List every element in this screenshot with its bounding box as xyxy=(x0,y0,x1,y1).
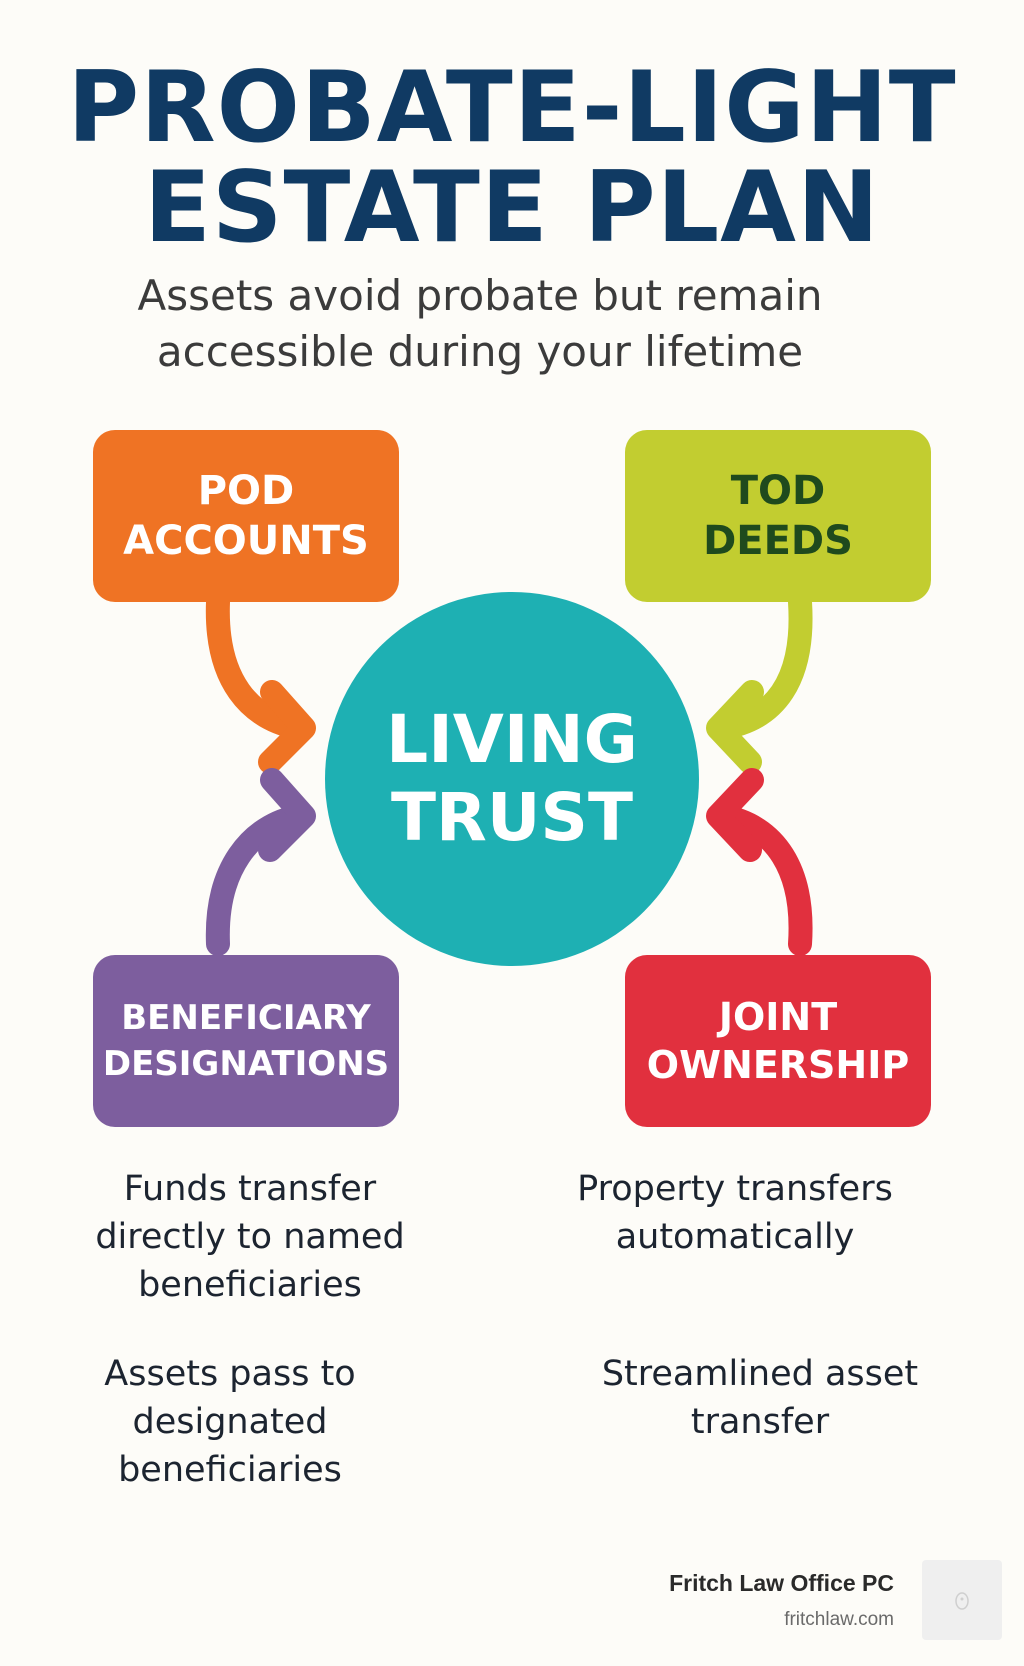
tod-line-2: DEEDS xyxy=(703,518,853,564)
tod-deeds-box: TOD DEEDS xyxy=(625,430,931,602)
tod-connector-arrow xyxy=(710,590,813,740)
pod-line-2: ACCOUNTS xyxy=(123,518,369,564)
joint-arrowhead xyxy=(706,768,764,862)
beneficiary-line-2: DESIGNATIONS xyxy=(102,1044,390,1084)
desc-3-line-1: Assets pass to xyxy=(104,1354,356,1394)
footer-url: fritchlaw.com xyxy=(784,1609,894,1630)
title-line-2: ESTATE PLAN xyxy=(143,151,881,265)
pod-arrowhead xyxy=(258,680,316,774)
beneficiary-designations-box: BENEFICIARY DESIGNATIONS xyxy=(93,955,399,1127)
logo-placeholder-icon xyxy=(922,1560,1002,1640)
desc-2-line-1: Property transfers xyxy=(577,1169,893,1209)
beneficiary-arrowhead xyxy=(258,768,316,862)
desc-2-line-2: automatically xyxy=(615,1217,855,1257)
desc-3-line-2: designated xyxy=(132,1402,328,1442)
subtitle-line-1: Assets avoid probate but remain xyxy=(137,271,823,320)
beneficiary-line-1: BENEFICIARY xyxy=(121,998,371,1038)
footer-firm-name: Fritch Law Office PC xyxy=(669,1570,894,1596)
joint-connector-arrow xyxy=(710,804,813,956)
tod-line-1: TOD xyxy=(730,468,826,514)
pod-line-1: POD xyxy=(197,468,295,514)
pod-connector-arrow xyxy=(205,590,312,740)
pod-accounts-box: POD ACCOUNTS xyxy=(93,430,399,602)
desc-1-line-1: Funds transfer xyxy=(123,1169,377,1209)
joint-line-2: OWNERSHIP xyxy=(646,1043,910,1087)
tod-arrowhead xyxy=(706,680,764,774)
desc-1-line-3: beneficiaries xyxy=(138,1265,362,1305)
center-line-1: LIVING xyxy=(386,701,638,778)
living-trust-circle: LIVING TRUST xyxy=(325,592,699,966)
pod-description: Funds transfer directly to named benefic… xyxy=(80,1165,420,1309)
beneficiary-description: Assets pass to designated beneficiaries xyxy=(70,1350,390,1494)
title-line-1: PROBATE-LIGHT xyxy=(67,51,957,165)
joint-line-1: JOINT xyxy=(718,995,838,1039)
subtitle-line-2: accessible during your lifetime xyxy=(156,327,804,376)
desc-4-line-1: Streamlined asset xyxy=(601,1354,919,1394)
desc-1-line-2: directly to named xyxy=(95,1217,405,1257)
joint-description: Streamlined asset transfer xyxy=(580,1350,940,1446)
center-line-2: TRUST xyxy=(390,779,633,856)
page-title: PROBATE-LIGHT ESTATE PLAN xyxy=(0,58,1024,258)
desc-4-line-2: transfer xyxy=(690,1402,830,1442)
tod-description: Property transfers automatically xyxy=(550,1165,920,1261)
page-subtitle: Assets avoid probate but remain accessib… xyxy=(100,268,860,380)
joint-ownership-box: JOINT OWNERSHIP xyxy=(625,955,931,1127)
desc-3-line-3: beneficiaries xyxy=(118,1450,342,1490)
